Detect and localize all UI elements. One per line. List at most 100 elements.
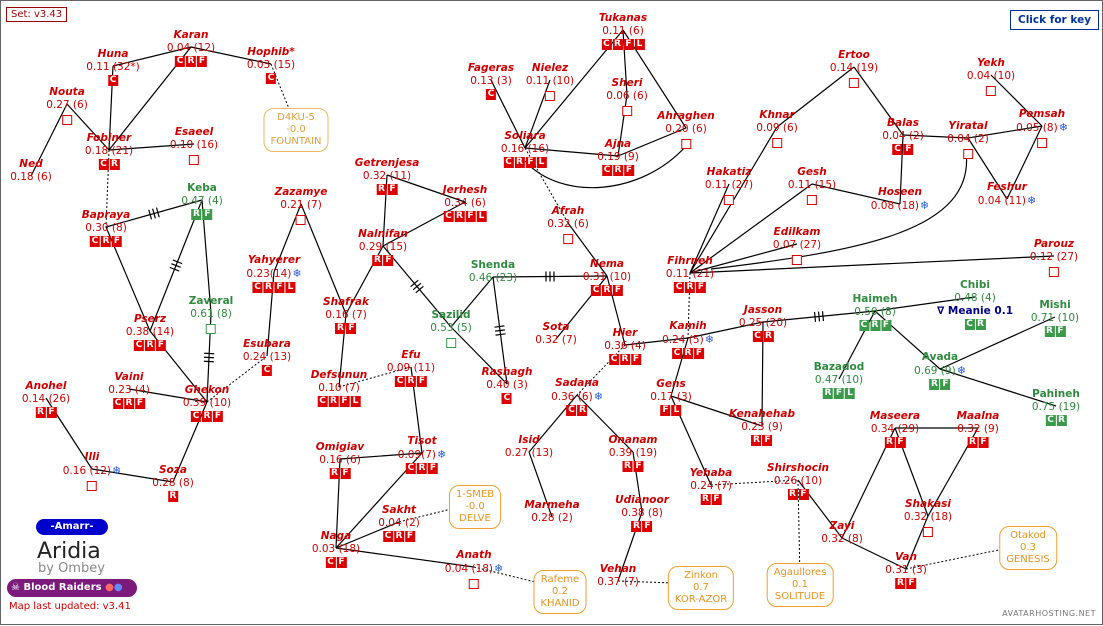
service-badge: R [110,159,120,170]
system-hophib[interactable]: Hophib*0.03 (15)C [247,46,295,84]
system-security: 0.47 (4) [181,195,223,207]
system-name: Ertoo [830,49,878,62]
system-name: Gens [650,378,692,391]
system-security: 0.10 (7) [318,382,360,394]
system-security: 0.32 (18) [904,511,952,523]
service-badge: R [1045,326,1055,337]
last-updated-label: Map last updated: v3.41 [9,601,131,612]
key-button[interactable]: Click for key [1010,10,1099,30]
station-services: C [482,393,533,404]
no-station-icon [1049,267,1059,277]
service-badge: F [203,209,213,220]
service-badge: C [1046,415,1056,426]
